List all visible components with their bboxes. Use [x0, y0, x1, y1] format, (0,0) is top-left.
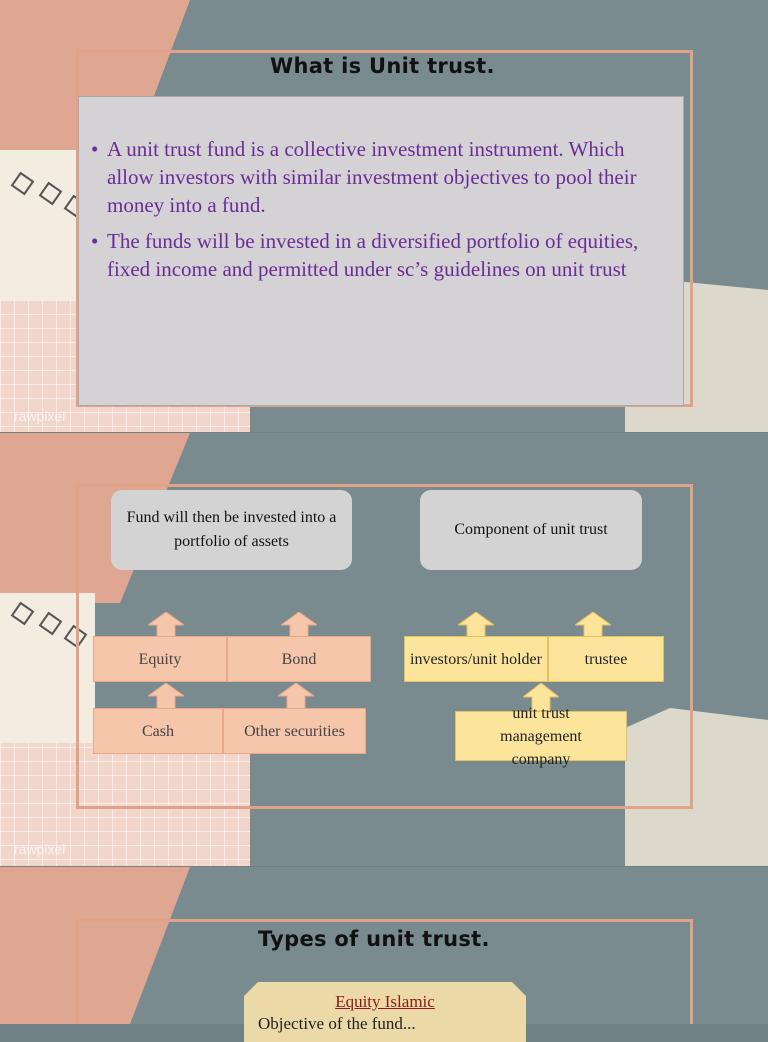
bullet-list: •A unit trust fund is a collective inves… — [79, 97, 683, 283]
fund-investment-box: Fund will then be invested into a portfo… — [111, 490, 352, 570]
card-text: Objective of the fund... — [258, 1014, 416, 1033]
grid-paper-decoration — [0, 733, 250, 866]
asset-other-securities: Other securities — [223, 708, 366, 754]
bullet-item: •The funds will be invested in a diversi… — [91, 229, 639, 281]
up-arrow-icon — [458, 612, 494, 638]
bullet-dot-icon: • — [91, 229, 99, 253]
bullet-dot-icon: • — [91, 137, 99, 161]
component-management-company: unit trust management company — [455, 705, 627, 768]
up-arrow-icon — [575, 612, 611, 638]
slide-title: Types of unit trust. — [258, 927, 490, 951]
slide-title: What is Unit trust. — [270, 54, 495, 78]
torn-paper-decoration — [625, 708, 768, 866]
up-arrow-icon — [148, 612, 184, 638]
up-arrow-icon — [523, 683, 559, 711]
equity-islamic-card: Equity Islamic Objective of the fund... — [244, 982, 526, 1042]
slide-frame — [76, 484, 693, 809]
component-trustee: trustee — [548, 636, 664, 682]
asset-bond: Bond — [227, 636, 371, 682]
up-arrow-icon — [148, 683, 184, 709]
up-arrow-icon — [278, 683, 314, 709]
component-box: Component of unit trust — [420, 490, 642, 570]
bullet-item: •A unit trust fund is a collective inves… — [91, 137, 637, 217]
card-title: Equity Islamic — [335, 992, 435, 1011]
slide-portfolio-components: Fund will then be invested into a portfo… — [0, 433, 768, 866]
slide-what-is-unit-trust: What is Unit trust. •A unit trust fund i… — [0, 0, 768, 432]
notepad-decoration — [0, 150, 90, 300]
component-investors: investors/unit holder — [404, 636, 548, 682]
watermark: rawpixel — [14, 841, 66, 857]
watermark: rawpixel — [14, 408, 66, 424]
up-arrow-icon — [281, 612, 317, 638]
asset-cash: Cash — [93, 708, 223, 754]
content-textbox: •A unit trust fund is a collective inves… — [78, 96, 684, 406]
slide-frame — [76, 919, 693, 1024]
asset-equity: Equity — [93, 636, 227, 682]
